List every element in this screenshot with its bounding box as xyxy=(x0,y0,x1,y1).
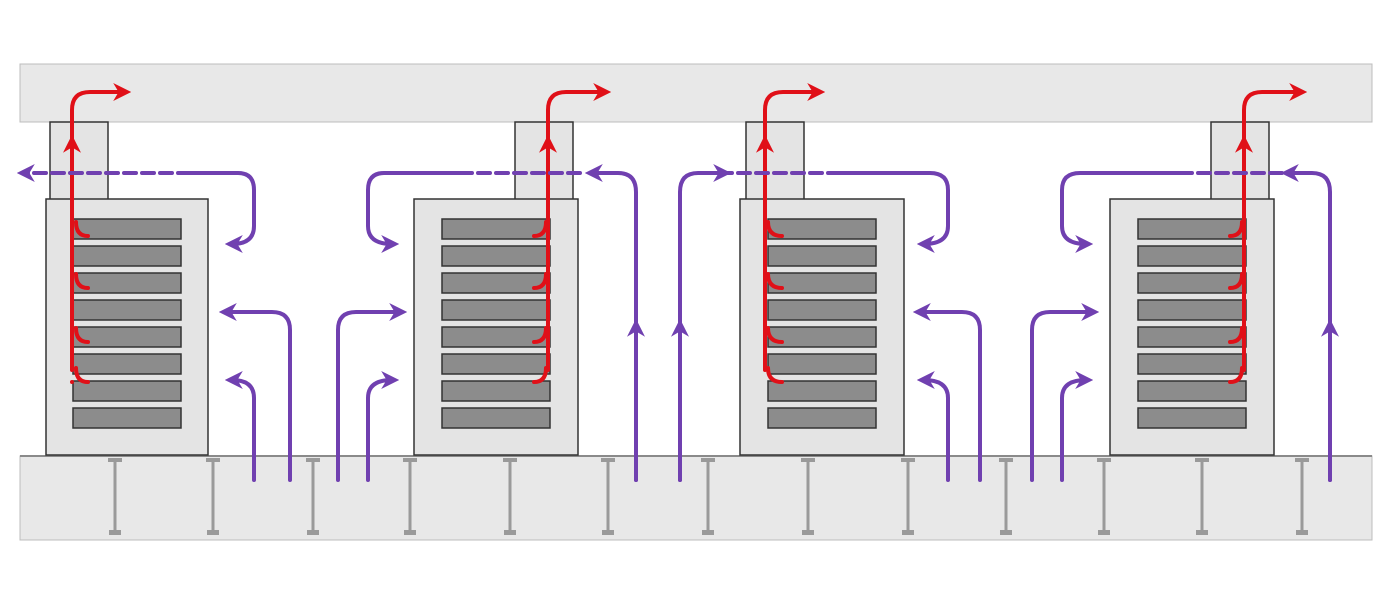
floor-support xyxy=(1295,458,1309,535)
server-unit xyxy=(1137,272,1247,294)
cool-air-flow xyxy=(1060,371,1094,482)
server-rack xyxy=(413,121,579,456)
exhaust-duct xyxy=(1210,121,1270,201)
server-unit xyxy=(441,353,551,375)
floor-support xyxy=(999,458,1013,535)
floor-support xyxy=(108,458,122,535)
hot-air-flow xyxy=(1228,220,1244,238)
server-unit xyxy=(1137,353,1247,375)
exhaust-duct xyxy=(49,121,109,201)
server-rack xyxy=(45,121,209,456)
cool-air-flow xyxy=(912,303,982,482)
server-unit xyxy=(767,245,877,267)
hot-air-flow xyxy=(74,220,90,238)
server-unit xyxy=(441,299,551,321)
server-unit xyxy=(767,353,877,375)
floor-support xyxy=(1195,458,1209,535)
hot-air-flow xyxy=(766,326,784,344)
hot-air-flow xyxy=(532,366,548,384)
hot-air-flow xyxy=(546,83,612,372)
server-unit xyxy=(1137,299,1247,321)
floor-support xyxy=(601,458,615,535)
hot-air-flow xyxy=(766,272,784,290)
server-unit xyxy=(767,380,877,402)
air-flows xyxy=(16,83,1339,482)
server-unit xyxy=(441,326,551,348)
server-unit xyxy=(767,272,877,294)
server-unit xyxy=(72,380,182,402)
cool-air-flow xyxy=(1060,171,1182,253)
cool-air-flow xyxy=(366,171,472,253)
server-unit xyxy=(72,299,182,321)
floor-support xyxy=(901,458,915,535)
hot-air-flow xyxy=(766,366,784,384)
server-unit xyxy=(1137,245,1247,267)
hot-air-flow xyxy=(1242,83,1308,372)
racks xyxy=(45,121,1275,456)
server-unit xyxy=(441,245,551,267)
floor-supports xyxy=(108,458,1309,535)
server-unit xyxy=(72,272,182,294)
cool-air-flow xyxy=(178,171,256,253)
hot-air-flow xyxy=(532,272,548,290)
server-unit xyxy=(767,218,877,240)
server-unit xyxy=(1137,407,1247,429)
server-unit xyxy=(72,326,182,348)
server-unit xyxy=(767,326,877,348)
hot-air-flow xyxy=(1228,272,1244,290)
floor-support xyxy=(503,458,517,535)
cool-air-flow xyxy=(366,371,400,482)
raised-floor xyxy=(19,455,1373,541)
cool-air-flow xyxy=(838,171,950,253)
hot-air-flow xyxy=(763,83,826,372)
server-unit xyxy=(441,380,551,402)
hot-air-flow xyxy=(532,220,548,238)
server-unit xyxy=(1137,380,1247,402)
floor-support xyxy=(701,458,715,535)
server-unit xyxy=(72,245,182,267)
server-unit xyxy=(767,299,877,321)
cool-air-flow xyxy=(218,303,292,482)
cool-air-flow xyxy=(224,371,256,482)
floor-support xyxy=(1097,458,1111,535)
floor-support xyxy=(306,458,320,535)
hot-air-flow xyxy=(74,326,90,344)
hot-air-flow xyxy=(766,220,784,238)
server-unit xyxy=(441,407,551,429)
hot-air-flow xyxy=(74,272,90,290)
exhaust-duct xyxy=(514,121,574,201)
hot-air-flow xyxy=(1228,326,1244,344)
hot-air-flow xyxy=(532,326,548,344)
floor-support xyxy=(206,458,220,535)
cool-air-flow xyxy=(584,164,638,482)
hot-air-flow xyxy=(74,366,90,384)
cool-air-flow xyxy=(1280,164,1332,482)
exhaust-duct xyxy=(745,121,805,201)
server-rack xyxy=(1109,121,1275,456)
hot-air-flow xyxy=(70,83,132,372)
server-unit xyxy=(441,272,551,294)
hot-air-flow xyxy=(1228,366,1244,384)
cool-air-flow xyxy=(916,371,950,482)
server-unit xyxy=(72,407,182,429)
cool-air-flow xyxy=(678,164,732,482)
cool-air-flow xyxy=(336,303,408,482)
server-unit xyxy=(1137,326,1247,348)
server-unit xyxy=(767,407,877,429)
floor-support xyxy=(801,458,815,535)
server-unit xyxy=(72,353,182,375)
ceiling-plenum xyxy=(19,63,1373,123)
floor-support xyxy=(403,458,417,535)
cool-air-flow xyxy=(1030,303,1100,482)
